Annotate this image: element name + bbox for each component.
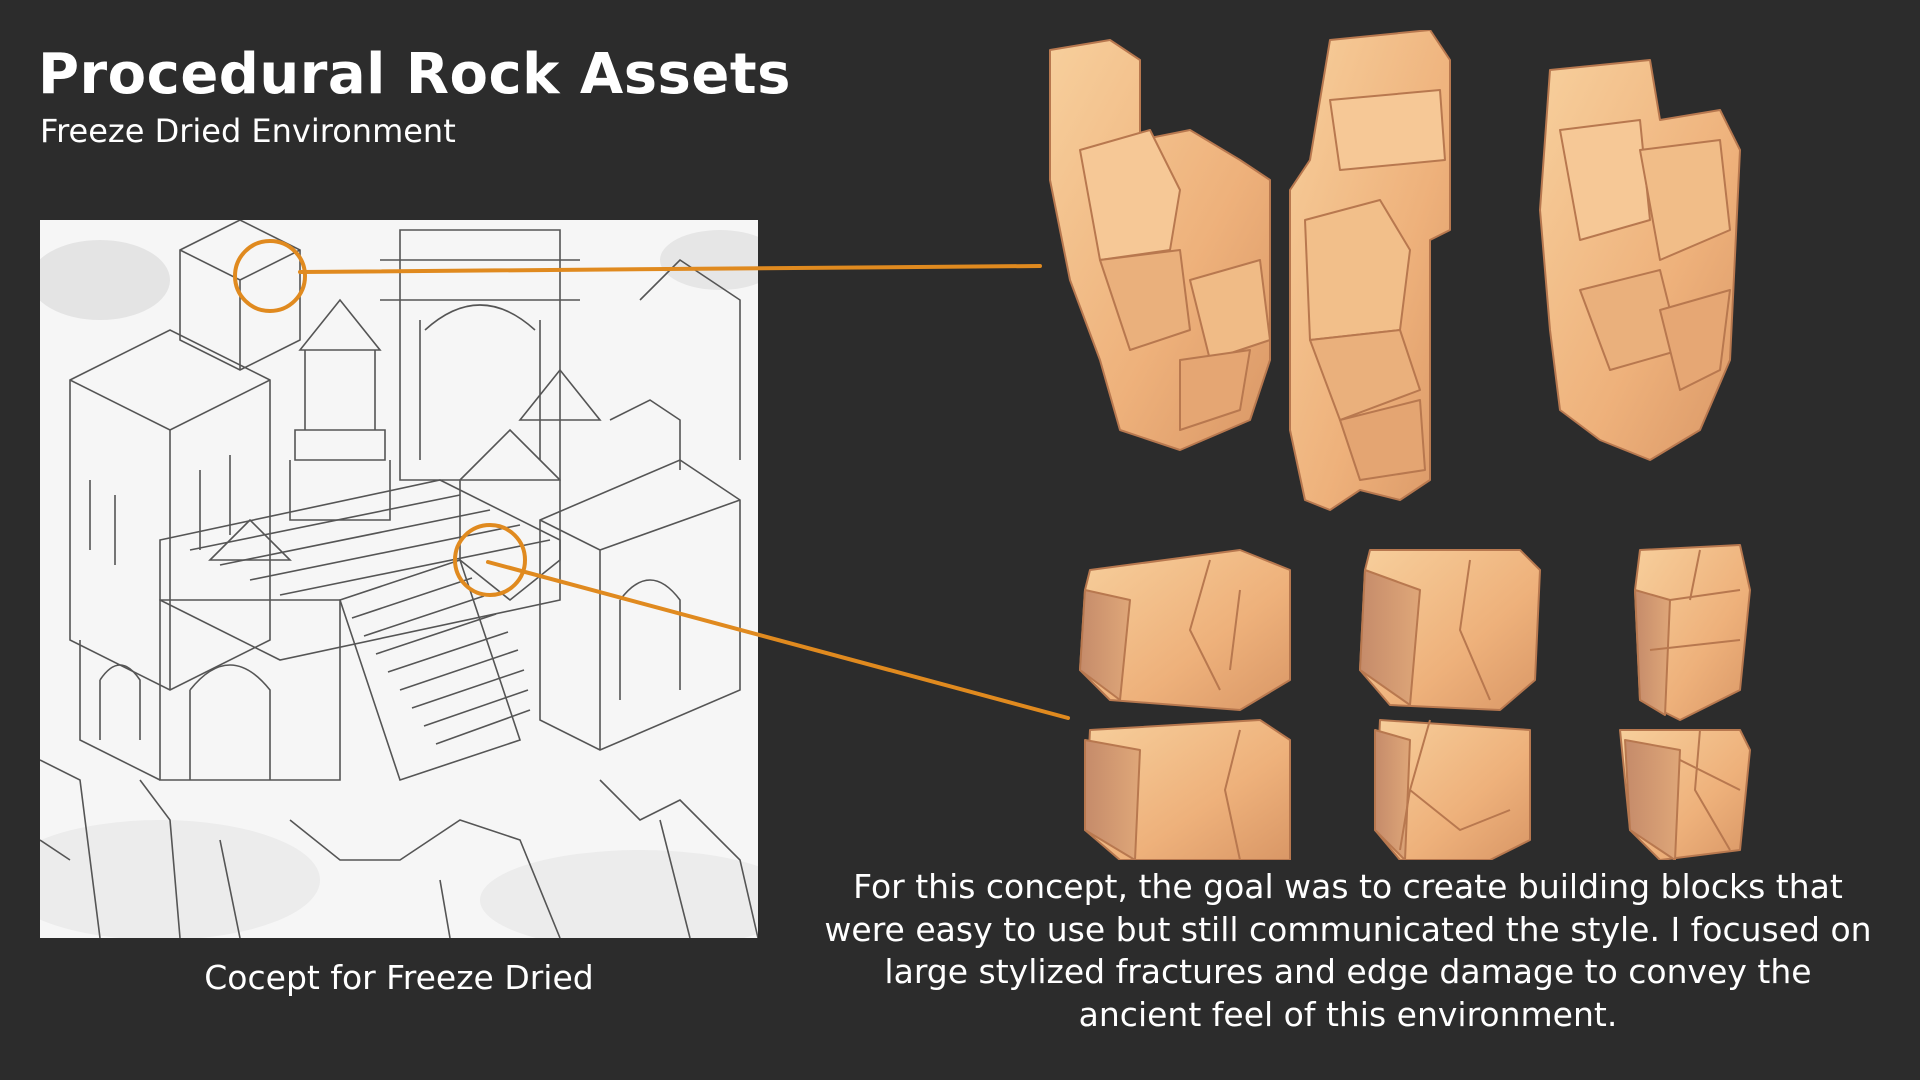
- rock-block-5: [1374, 719, 1531, 860]
- rock-block-4: [1084, 719, 1291, 860]
- page-subtitle: Freeze Dried Environment: [40, 112, 456, 150]
- description-paragraph: For this concept, the goal was to create…: [824, 867, 1872, 1034]
- rock-block-6: [1619, 729, 1751, 860]
- rock-pillar-2: [1289, 30, 1451, 511]
- rock-block-1: [1079, 549, 1291, 711]
- rock-block-2: [1359, 549, 1541, 711]
- rock-pillar-3: [1539, 59, 1741, 461]
- rock-assets-render: [1049, 30, 1751, 860]
- concept-caption: Cocept for Freeze Dried: [204, 958, 594, 997]
- rock-pillar-1: [1049, 39, 1271, 451]
- rock-block-3: [1634, 544, 1751, 721]
- page-title: Procedural Rock Assets: [38, 42, 791, 107]
- concept-sketch-image: [40, 220, 758, 938]
